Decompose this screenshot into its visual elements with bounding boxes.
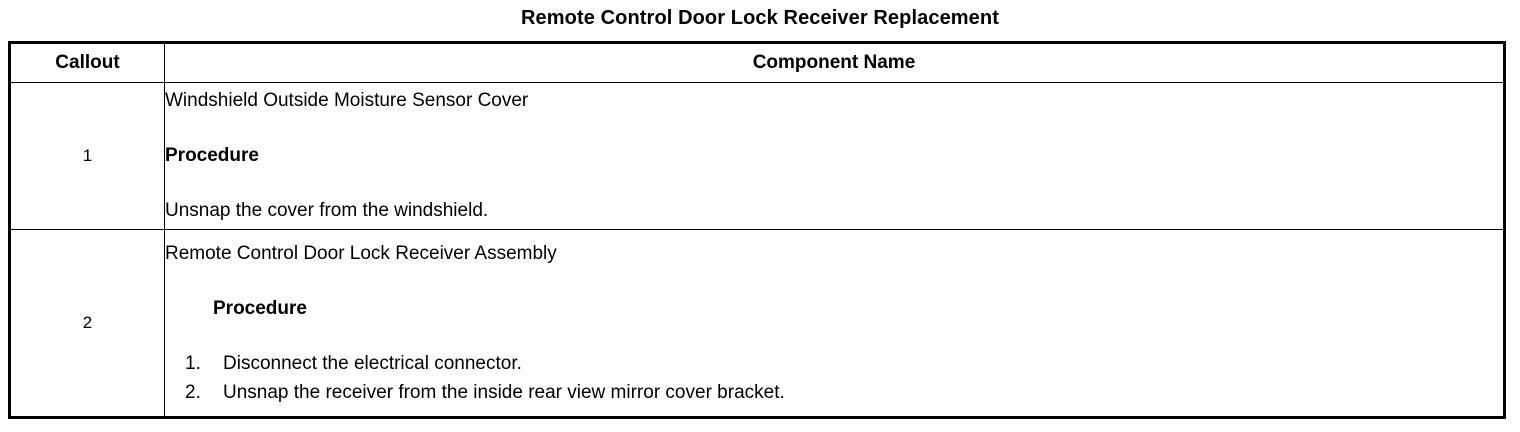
list-item-number: 2. [185,382,201,403]
table-row: 2 Remote Control Door Lock Receiver Asse… [9,229,1505,418]
column-header-callout: Callout [9,42,165,83]
callout-number: 1 [9,82,165,230]
component-name-text: Windshield Outside Moisture Sensor Cover [165,90,529,111]
callout-number: 2 [9,229,165,418]
procedure-heading: Procedure [213,298,307,319]
component-cell: Windshield Outside Moisture Sensor Cover… [164,82,1505,230]
component-cell: Remote Control Door Lock Receiver Assemb… [164,229,1505,418]
list-item-number: 1. [185,353,201,374]
procedure-heading: Procedure [165,145,259,166]
table-row: 1 Windshield Outside Moisture Sensor Cov… [9,82,1505,230]
table-body: 1 Windshield Outside Moisture Sensor Cov… [9,82,1505,418]
page-title: Remote Control Door Lock Receiver Replac… [521,7,999,29]
column-header-component-name: Component Name [164,42,1505,83]
table-header: Callout Component Name [9,42,1505,83]
list-item: 2. Unsnap the receiver from the inside r… [165,378,1503,407]
procedure-step-text: Unsnap the cover from the windshield. [165,200,489,221]
list-item-text: Unsnap the receiver from the inside rear… [223,382,785,403]
parts-table-container: Callout Component Name 1 Windshield Outs… [8,41,1506,419]
list-item: 1. Disconnect the electrical connector. [165,349,1503,378]
parts-table: Callout Component Name 1 Windshield Outs… [8,41,1506,419]
component-name-text: Remote Control Door Lock Receiver Assemb… [165,243,557,264]
procedure-step-list: 1. Disconnect the electrical connector. … [165,349,1503,407]
table-header-row: Callout Component Name [9,42,1505,83]
list-item-text: Disconnect the electrical connector. [223,353,522,374]
